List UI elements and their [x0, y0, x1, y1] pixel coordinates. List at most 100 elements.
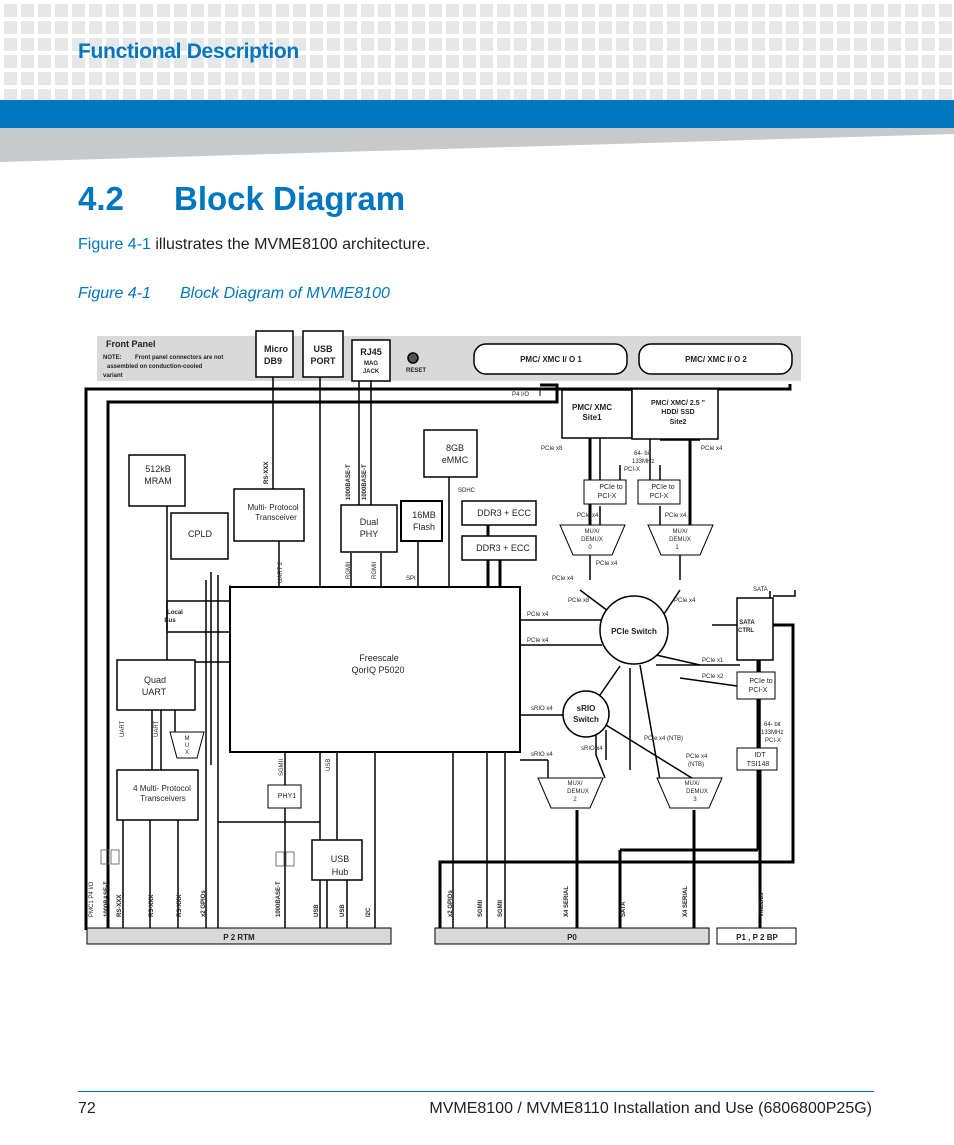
usb-port-label2: PORT	[310, 356, 336, 366]
multi-transceiver-label1: Multi- Protocol	[247, 503, 298, 512]
mux1-shape	[647, 524, 714, 556]
pcie-pcix-1-label1: PCIe to	[599, 484, 622, 491]
local-bus-label2: Bus	[164, 618, 176, 624]
dual-phy-label2: PHY	[360, 529, 379, 539]
usb-port-label1: USB	[313, 344, 333, 354]
p1p2-bp-label: P1 , P 2 BP	[736, 933, 778, 942]
note-line3: variant	[103, 373, 123, 379]
bottom-label-0: PMC1 P4 I/O	[89, 881, 95, 917]
pcie-x4-ntb-label: PCIe x4 (NTB)	[644, 736, 683, 742]
usb-port-connector	[302, 330, 344, 378]
pcie-x4-c-label: PCIe x4	[527, 612, 549, 618]
bottom-label-15: X4 SERIAL	[683, 886, 689, 917]
header-swoosh	[0, 128, 954, 162]
diagram-blocks	[116, 388, 778, 881]
pcie-x4-m0-label: PCIe x4	[577, 513, 599, 519]
cpld-block	[170, 512, 229, 560]
mram-block	[128, 454, 186, 507]
figure-link[interactable]: Figure 4-1	[78, 236, 151, 253]
srio-switch-circle	[562, 690, 610, 738]
pmc-site1-block	[561, 389, 633, 439]
header-pattern-graphic	[0, 0, 954, 100]
mux1-label2: DEMUX	[669, 537, 691, 543]
mux0-label2: DEMUX	[581, 537, 603, 543]
pcie-x8-b-label: PCIe x8	[568, 598, 590, 604]
pcie-x4-top-label: PCIe x4	[701, 446, 723, 452]
processor-label2: QorIQ P5020	[351, 665, 404, 675]
section-number: 4.2	[78, 180, 124, 217]
sgmii-a-label: SGMII	[279, 759, 285, 776]
mux-small-label2: U	[185, 743, 189, 749]
front-panel-title: Front Panel	[106, 339, 156, 349]
page-number: 72	[78, 1100, 96, 1117]
flash-label1: 16MB	[412, 510, 436, 520]
pcie-pcix-2-label2: PCI-X	[650, 493, 669, 500]
pmc-io-1-connector	[473, 343, 628, 375]
rj45-label: RJ45	[360, 347, 382, 357]
pcie-pcix-1-label2: PCI-X	[598, 493, 617, 500]
intro-text: illustrates the MVME8100 architecture.	[150, 236, 431, 253]
pcie-x2-label: PCIe x2	[702, 674, 724, 680]
mux2-shape	[537, 777, 604, 809]
p1p2-bp-connector	[716, 927, 797, 945]
bit64-a-label1: 64- bit	[634, 451, 651, 457]
mux0-label1: MUX/	[585, 529, 600, 535]
multi-transceivers4-label1: 4 Multi- Protocol	[133, 784, 191, 793]
processor-block	[229, 586, 521, 753]
idt-label1: IDT	[754, 752, 766, 759]
mux3-label3: 3	[693, 797, 697, 803]
bottom-label-4: RS-XXX	[177, 895, 183, 917]
mux2-label2: DEMUX	[567, 789, 589, 795]
rj45-connector	[351, 339, 391, 382]
mux2-label1: MUX/	[568, 781, 583, 787]
multi-transceivers4-block	[116, 769, 199, 821]
pmc-site2-block	[631, 388, 719, 440]
multi-transceiver-block	[233, 488, 305, 542]
small-connector-icons	[100, 849, 295, 867]
mram-label2: MRAM	[144, 476, 172, 486]
p2-rtm-connector	[86, 927, 392, 945]
pcie-x4-ntb2-label1: PCIe x4	[686, 754, 708, 760]
rj45-jack: JACK	[363, 369, 380, 375]
pcie-switch-circle	[599, 595, 669, 665]
pcie-pcix-3-label2: PCI-X	[749, 687, 768, 694]
flash-label2: Flash	[413, 522, 435, 532]
p0-connector	[434, 927, 710, 945]
sata-ctrl-label1: SATA	[739, 620, 755, 626]
emmc-label1: 8GB	[446, 443, 464, 453]
rgmii-2-label: RGMII	[372, 561, 378, 579]
chapter-title: Functional Description	[78, 40, 299, 63]
pcie-pcix-block-1	[583, 479, 627, 505]
sata-ctrl-block	[736, 597, 774, 661]
pmc-site1-label1: PMC/ XMC	[572, 403, 612, 412]
mux-shapes	[169, 524, 723, 809]
dual-phy-label1: Dual	[360, 517, 379, 527]
figure-number: Figure 4-1	[78, 285, 151, 302]
phy1-block	[267, 784, 302, 809]
bottom-label-9: I2C	[366, 907, 372, 917]
uart2-label: UART 2	[278, 561, 284, 583]
phy1-label: PHY1	[278, 793, 296, 800]
ddr3-block-b	[461, 535, 537, 561]
header-bar	[0, 100, 954, 128]
bit64-b-label3: PCI-X	[765, 738, 781, 744]
bit64-a-label3: PCI-X	[624, 467, 640, 473]
bottom-label-7: USB	[314, 904, 320, 917]
pcie-x1-label: PCIe x1	[702, 658, 724, 664]
bit64-a-label2: 133MHz	[632, 459, 654, 465]
multi-transceivers4-label2: Transceivers	[140, 794, 186, 803]
micro-db9-connector	[255, 330, 294, 378]
srio-x4-c-label: sRIO x4	[531, 752, 553, 758]
srio-x4-a-label: sRIO x4	[531, 706, 553, 712]
pmc-site2-label1: PMC/ XMC/ 2.5 "	[651, 400, 705, 407]
connector-icon-4	[285, 851, 295, 867]
sdhc-label: SDHC	[458, 488, 476, 494]
section-title: Block Diagram	[174, 180, 406, 217]
idt-block	[736, 747, 778, 771]
bottom-label-10: x2 GPIOs	[448, 890, 454, 917]
connection-labels: P4 I/O PCIe x8 64- bit 133MHz PCI-X PCIe…	[406, 392, 783, 768]
bottom-label-6: 1000BASE-T	[276, 881, 282, 917]
ddr3-b-label: DDR3 + ECC	[476, 543, 530, 553]
